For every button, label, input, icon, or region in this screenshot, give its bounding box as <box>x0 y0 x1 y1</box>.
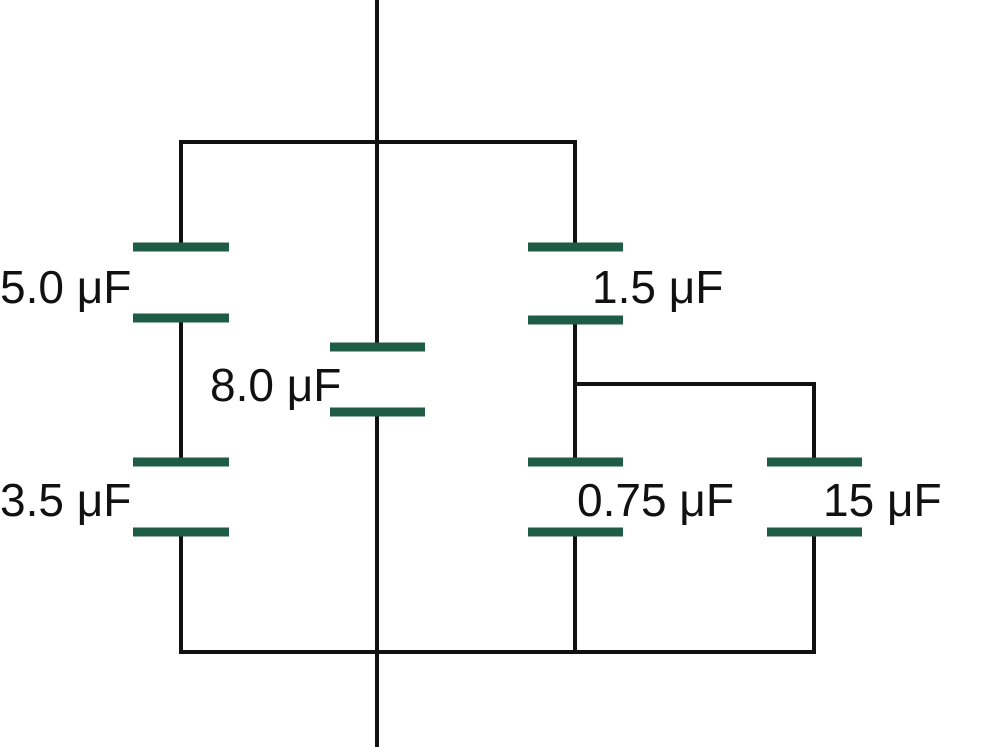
capacitor-label-1-5uF: 1.5 μF <box>592 261 723 313</box>
capacitor-0-75uF <box>528 457 623 537</box>
capacitor-5uF <box>133 242 229 323</box>
capacitor-label-15uF: 15 μF <box>823 474 942 526</box>
capacitor-label-3-5uF: 3.5 μF <box>0 474 131 526</box>
capacitor-label-8uF: 8.0 μF <box>210 359 341 411</box>
circuit-wires <box>179 0 816 747</box>
capacitor-3-5uF <box>133 457 229 537</box>
capacitor-label-5uF: 5.0 μF <box>0 261 131 313</box>
capacitor-1-5uF <box>528 242 623 325</box>
capacitor-15uF <box>767 457 862 537</box>
capacitor-8uF <box>330 342 425 417</box>
capacitor-label-0-75uF: 0.75 μF <box>577 474 734 526</box>
